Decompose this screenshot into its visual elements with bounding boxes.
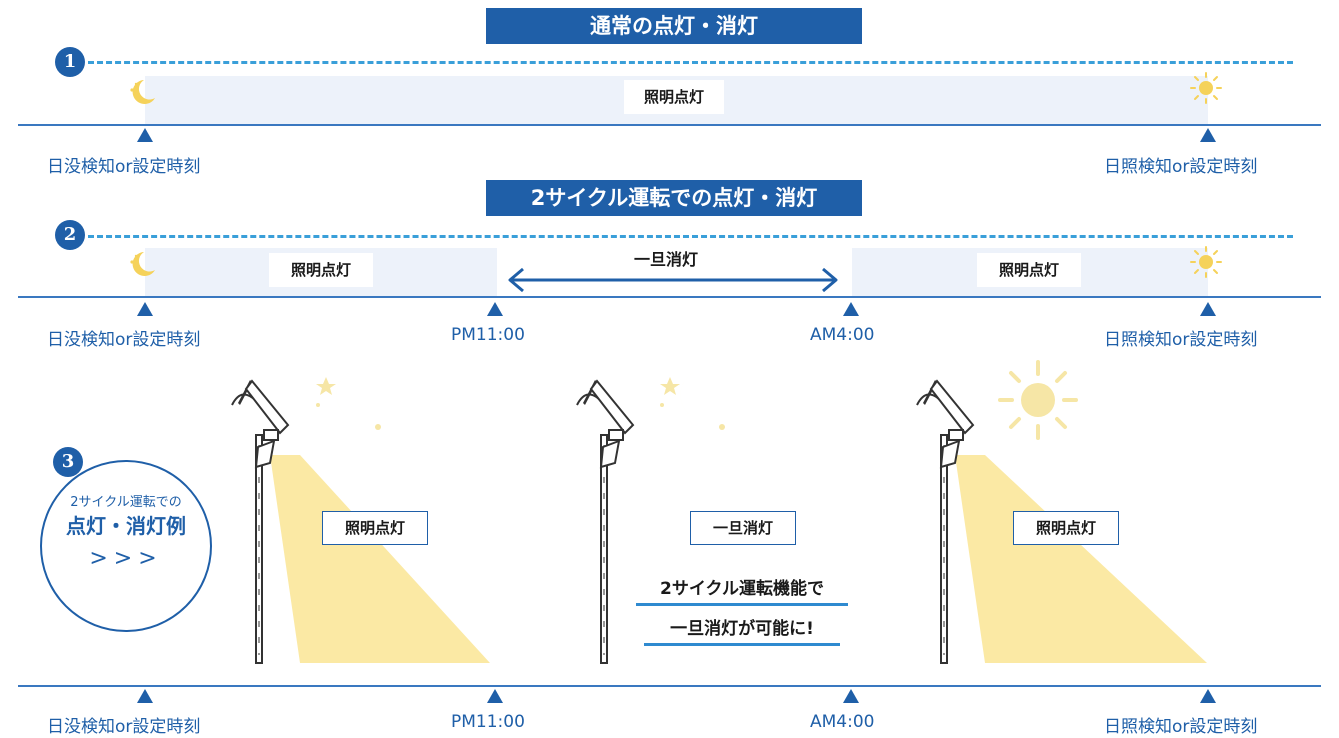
section1-marker-sunset: [137, 128, 153, 142]
section2-axis: [18, 296, 1321, 298]
section1-dashed-line: [88, 61, 1293, 64]
street-light-on: [916, 379, 1207, 664]
section3-marker-sunset: [137, 689, 153, 703]
section2-sunset-label: 日没検知or設定時刻: [47, 330, 201, 350]
sun-icon: [1190, 246, 1222, 278]
section2-marker-pm11: [487, 302, 503, 316]
section3-circle-line2: 点灯・消灯例: [66, 514, 186, 538]
street-light-on: [231, 379, 490, 664]
section3-sunrise-label: 日照検知or設定時刻: [1104, 717, 1258, 737]
section2-marker-sunrise: [1200, 302, 1216, 316]
moon-stars-icon: [660, 371, 725, 430]
section2-band-right-label: 照明点灯: [977, 253, 1081, 287]
section3-marker-sunrise: [1200, 689, 1216, 703]
moon-icon: [130, 252, 155, 276]
section2-banner: 2サイクル運転での点灯・消灯: [486, 180, 862, 216]
section1-axis: [18, 124, 1321, 126]
section2-band-left-label: 照明点灯: [269, 253, 373, 287]
section3-example-circle: [40, 460, 212, 632]
section2-pm11-label: PM11:00: [451, 325, 525, 345]
moon-icon: [130, 80, 155, 104]
section3-circle-arrows: >>>: [89, 546, 163, 571]
section1-band-label: 照明点灯: [624, 80, 724, 114]
section1-marker-sunrise: [1200, 128, 1216, 142]
sun-icon: [998, 360, 1078, 440]
section2-marker-sunset: [137, 302, 153, 316]
section1-banner: 通常の点灯・消灯: [486, 8, 862, 44]
section3-marker-pm11: [487, 689, 503, 703]
moon-stars-icon: [316, 371, 381, 430]
section2-off-label: 一旦消灯: [634, 250, 699, 269]
section3-sunset-label: 日没検知or設定時刻: [47, 717, 201, 737]
section3-message-line2: 一旦消灯が可能に!: [644, 614, 840, 646]
section3-box-right: 照明点灯: [1013, 511, 1119, 545]
sun-icon: [1190, 72, 1222, 104]
section3-am4-label: AM4:00: [810, 712, 875, 732]
double-arrow-icon: [508, 267, 838, 293]
section2-dashed-line: [88, 235, 1293, 238]
section3-axis: [18, 685, 1321, 687]
section1-sunrise-label: 日照検知or設定時刻: [1104, 157, 1258, 177]
step-number-3: 3: [53, 447, 83, 477]
step-number-2: 2: [55, 220, 85, 250]
section3-box-left: 照明点灯: [322, 511, 428, 545]
section3-marker-am4: [843, 689, 859, 703]
section3-message-line1: 2サイクル運転機能で: [636, 574, 848, 606]
section3-box-center: 一旦消灯: [690, 511, 796, 545]
section2-marker-am4: [843, 302, 859, 316]
step-number-1: 1: [55, 47, 85, 77]
section1-sunset-label: 日没検知or設定時刻: [47, 157, 201, 177]
section3-pm11-label: PM11:00: [451, 712, 525, 732]
section2-am4-label: AM4:00: [810, 325, 875, 345]
street-light-off: [576, 379, 635, 664]
section2-sunrise-label: 日照検知or設定時刻: [1104, 330, 1258, 350]
section3-circle-line1: 2サイクル運転での: [70, 495, 182, 510]
